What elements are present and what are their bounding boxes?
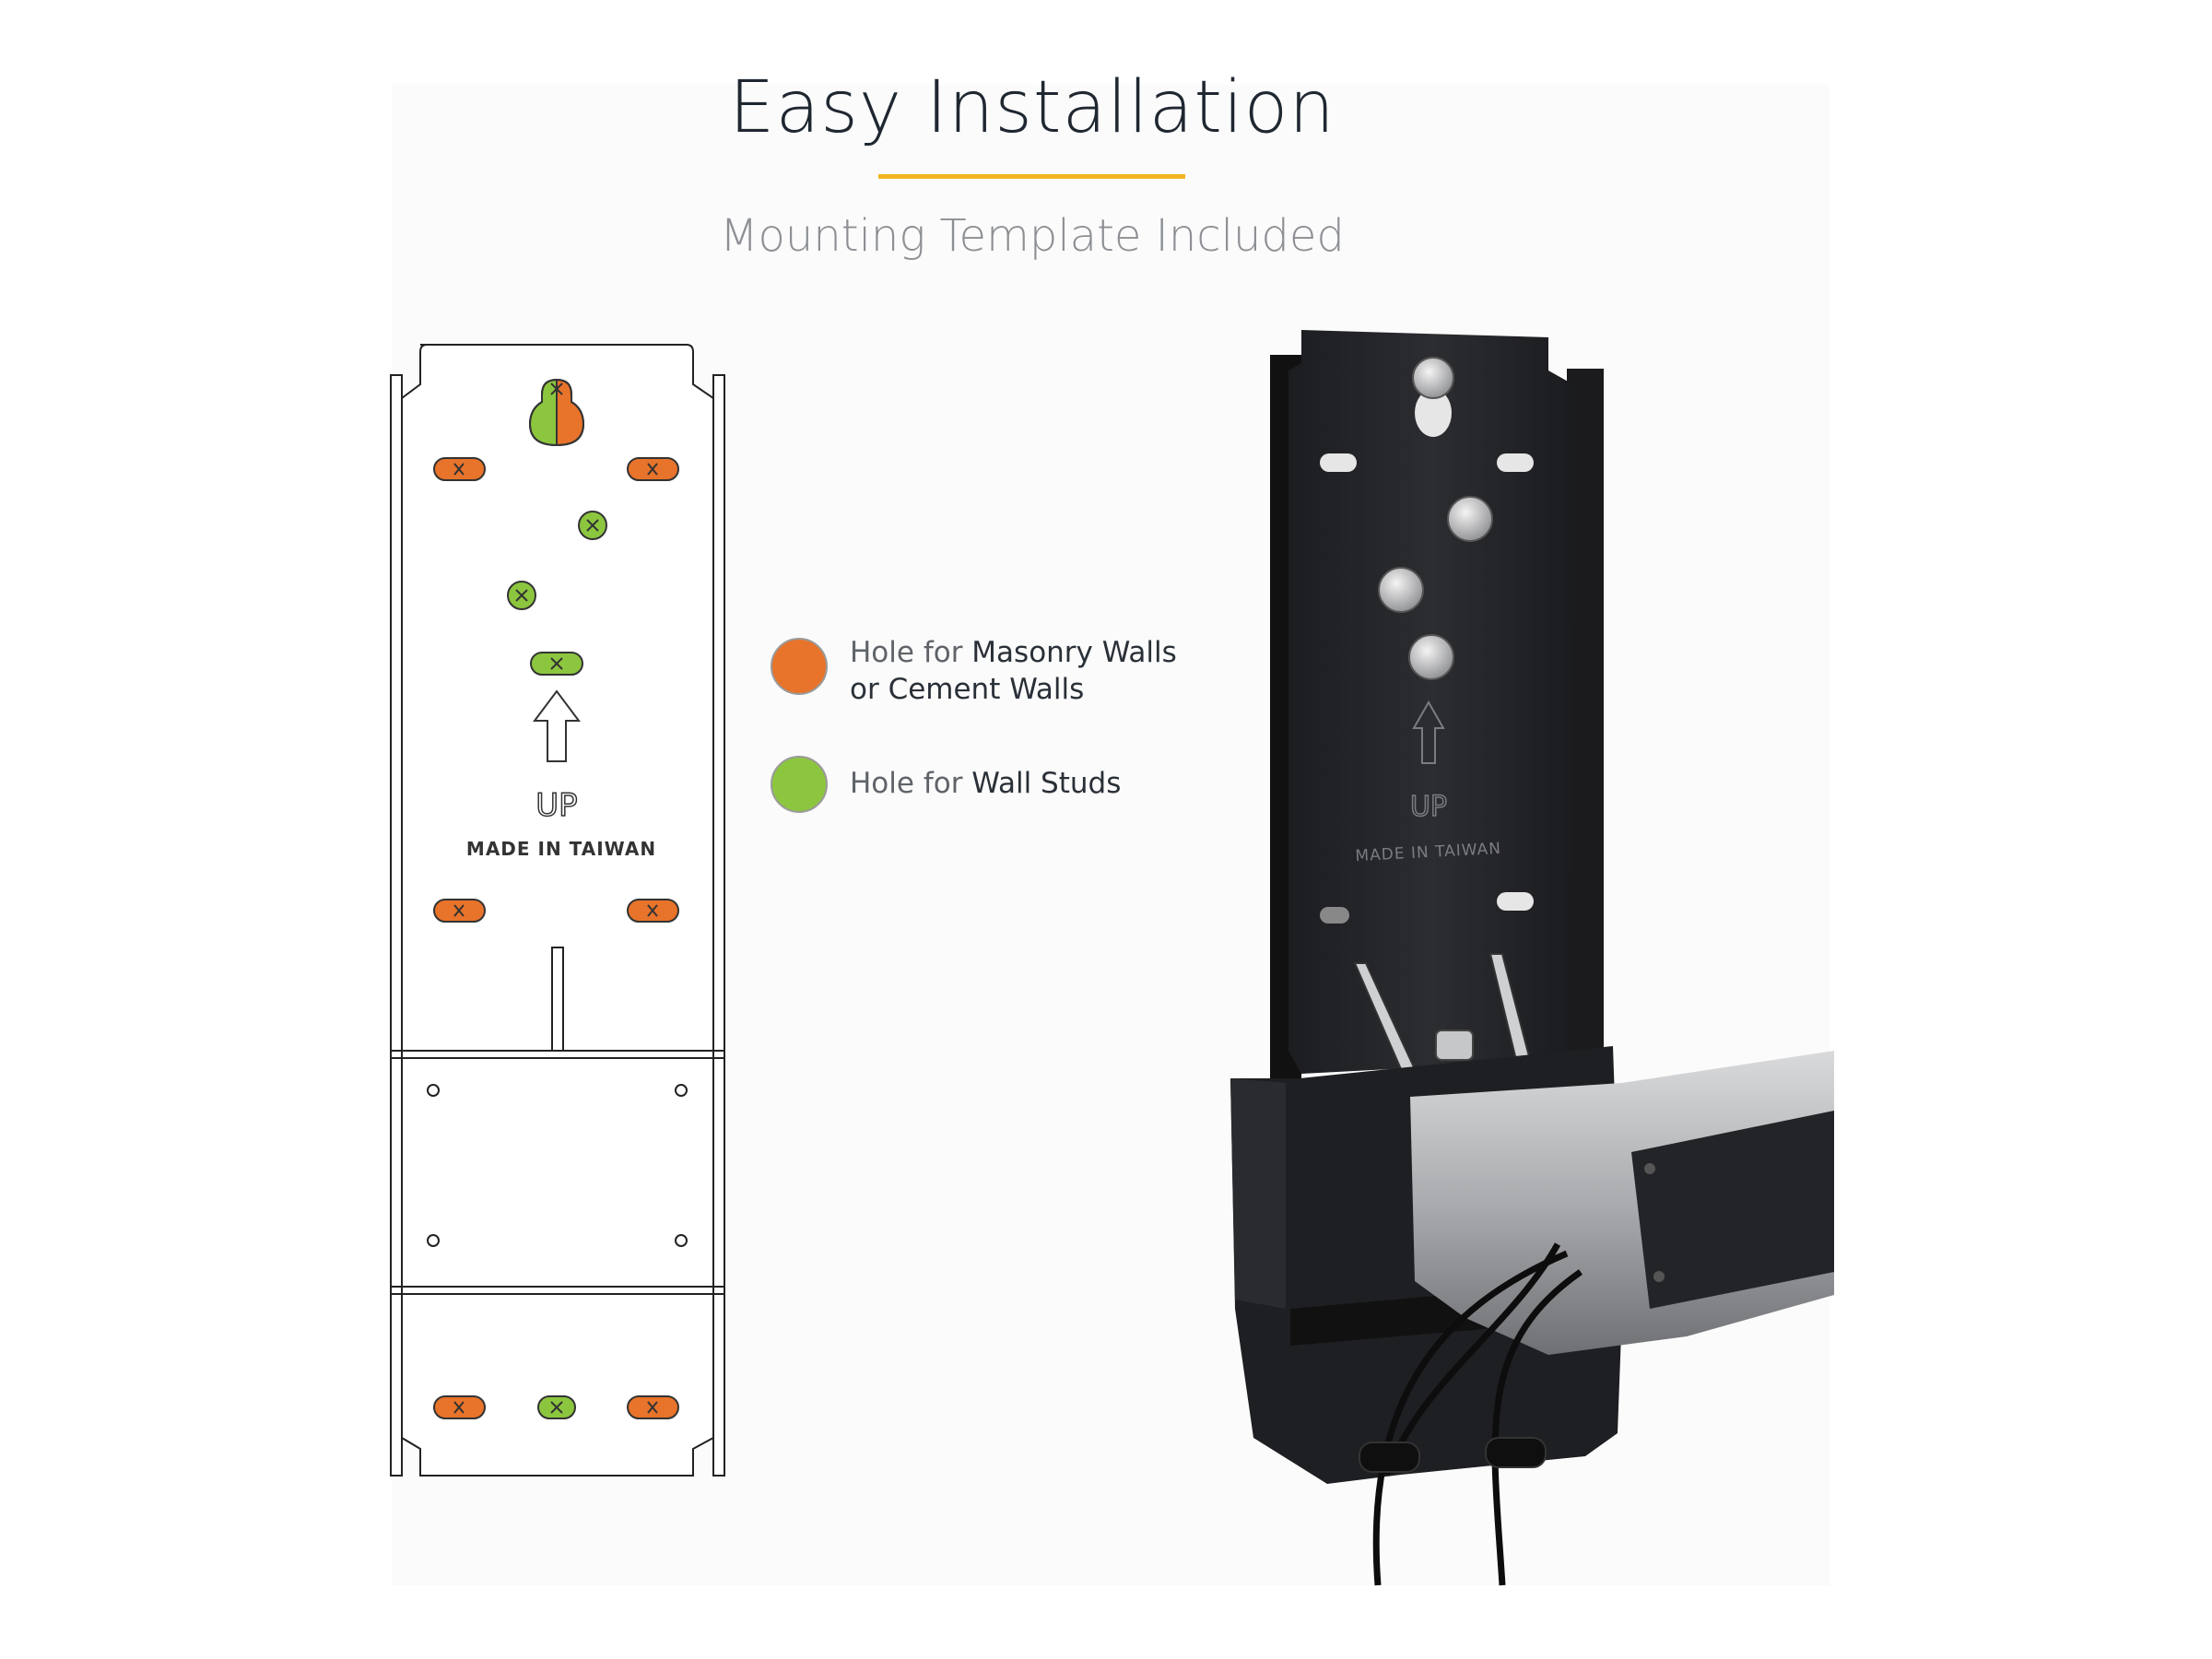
- template-made-in-label: MADE IN TAIWAN: [466, 838, 656, 860]
- template-screw-hole: [427, 1234, 440, 1247]
- bolt-icon: [1447, 496, 1493, 542]
- photo-up-label: UP: [1410, 791, 1447, 823]
- bolt-icon: [1378, 567, 1424, 613]
- template-up-label: UP: [535, 787, 577, 824]
- embossed-up-arrow-icon: [1412, 700, 1445, 764]
- legend-masonry-prefix: Hole for: [850, 636, 972, 669]
- title-underline: [878, 174, 1185, 179]
- template-plate-outline: [401, 344, 714, 1477]
- legend-studs-prefix: Hole for: [850, 767, 972, 800]
- page-title: Easy Installation: [729, 66, 1335, 149]
- template-keyhole: [528, 378, 585, 447]
- legend-studs-bold: Wall Studs: [971, 767, 1122, 800]
- bolt-icon: [1412, 357, 1454, 399]
- template-screw-hole: [675, 1084, 688, 1097]
- stud-dot-icon: [771, 756, 828, 813]
- bolt-icon: [1408, 634, 1454, 680]
- page-subtitle: Mounting Template Included: [720, 210, 1345, 262]
- template-center-slot: [551, 947, 564, 1052]
- legend-masonry-line2: or Cement Walls: [850, 673, 1085, 706]
- template-screw-hole: [675, 1234, 688, 1247]
- up-arrow-icon: [533, 689, 581, 762]
- mount-back-plate: [1288, 330, 1578, 1074]
- template-screw-hole: [427, 1084, 440, 1097]
- legend-masonry-bold: Masonry Walls: [971, 636, 1177, 669]
- masonry-dot-icon: [771, 638, 828, 695]
